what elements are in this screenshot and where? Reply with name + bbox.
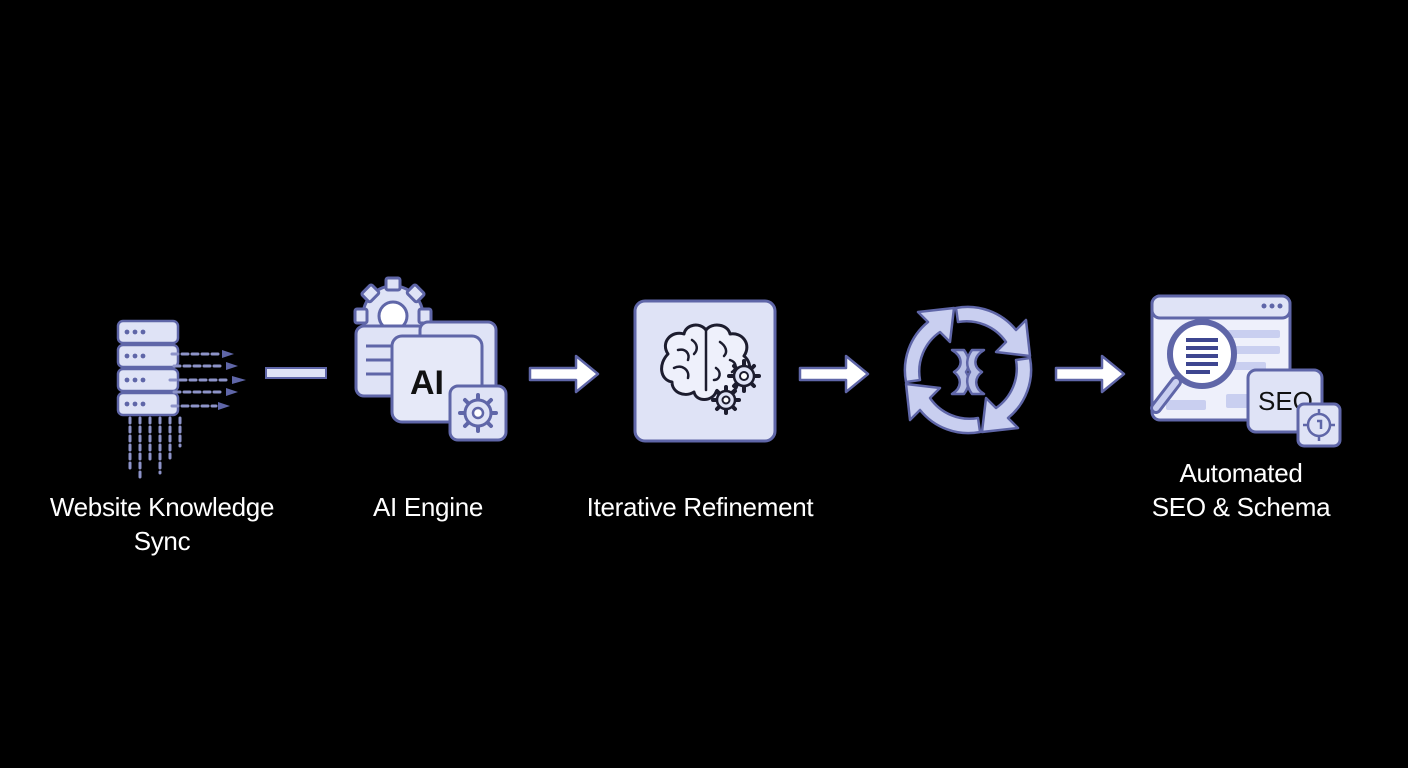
step-label-line: SEO & Schema (1151, 492, 1331, 522)
step-label-line: Automated (1179, 458, 1303, 488)
ai-text: AI (410, 364, 444, 402)
step-label-website-knowledge-sync: Website Knowledge Sync (22, 490, 302, 558)
step-label-automated-seo-schema: Automated SEO & Schema (1110, 456, 1372, 524)
step-label-line: Website Knowledge (49, 492, 275, 522)
step-label-line: AI Engine (372, 492, 484, 522)
step-label-ai-engine: AI Engine (318, 490, 538, 524)
step-label-line: Sync (133, 526, 191, 556)
connector-arrow (1054, 354, 1126, 394)
cycle-arrows-icon (903, 305, 1033, 435)
brain-gears-icon (633, 299, 777, 443)
ai-gear-document-icon: AI (353, 276, 508, 442)
seo-magnifier-browser-icon: SEO (1150, 294, 1342, 448)
connector-line (265, 367, 327, 379)
connector-arrow (528, 354, 600, 394)
server-data-icon (116, 319, 246, 480)
step-label-iterative-refinement: Iterative Refinement (548, 490, 852, 524)
step-label-line: Iterative Refinement (586, 492, 814, 522)
connector-arrow (798, 354, 870, 394)
